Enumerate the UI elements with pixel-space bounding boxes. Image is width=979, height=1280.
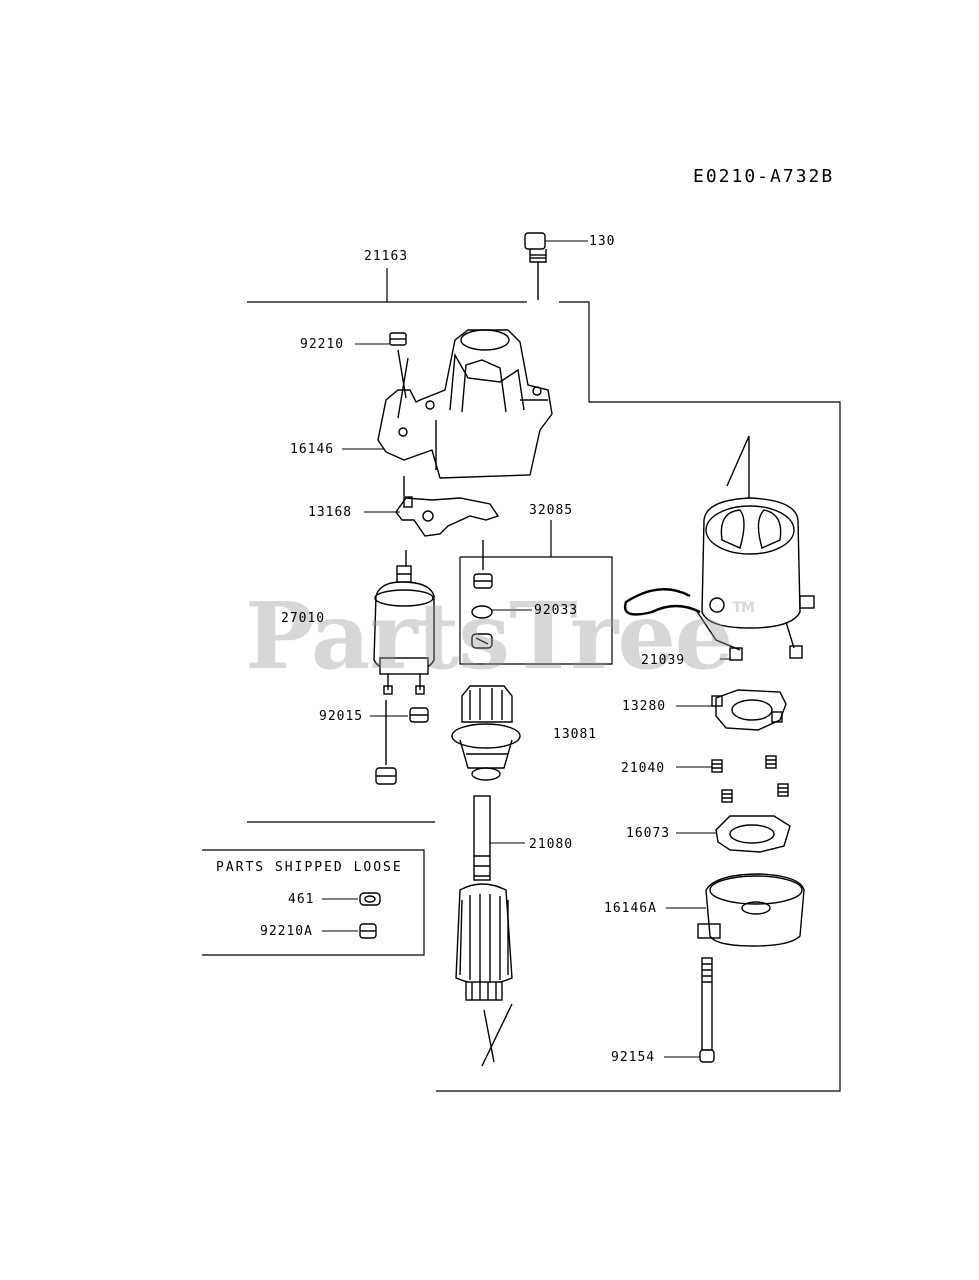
callout-16073: 16073 (626, 826, 671, 841)
brush-holder-13280 (676, 689, 787, 731)
solenoid-27010 (373, 550, 435, 695)
parts-shipped-loose-title: PARTS SHIPPED LOOSE (216, 860, 403, 875)
armature-21080 (455, 795, 525, 1067)
assembly-bracket-lines (202, 268, 841, 1092)
kit-32085-parts (471, 540, 532, 649)
watermark-trademark: TM (732, 600, 755, 616)
solenoid-housing-16146 (377, 329, 553, 479)
callout-27010: 27010 (281, 611, 326, 626)
yoke-21039 (623, 435, 815, 661)
callout-13081: 13081 (553, 727, 598, 742)
callout-13168: 13168 (308, 505, 353, 520)
nuts-92015 (370, 700, 429, 785)
callout-16146: 16146 (290, 442, 335, 457)
callout-21040: 21040 (621, 761, 666, 776)
loose-part-461: 461 (288, 892, 315, 907)
callout-21039: 21039 (641, 653, 686, 668)
nut-92210 (355, 332, 409, 419)
bolt-130 (524, 232, 588, 300)
callout-13280: 13280 (622, 699, 667, 714)
callout-92210: 92210 (300, 337, 345, 352)
through-bolt-92154 (664, 957, 715, 1063)
lever-13168 (364, 476, 500, 537)
callout-32085: 32085 (529, 503, 574, 518)
callout-21080: 21080 (529, 837, 574, 852)
callout-21163: 21163 (364, 249, 409, 264)
diagram-code: E0210-A732B (693, 166, 835, 187)
pinion-gear-13081 (451, 685, 521, 781)
callout-92033: 92033 (534, 603, 579, 618)
loose-part-92210A: 92210A (260, 924, 313, 939)
springs-21040 (676, 755, 789, 803)
loose-parts-drawings (322, 892, 381, 939)
callout-92015: 92015 (319, 709, 364, 724)
watermark: PartsTreeTM (245, 582, 755, 690)
end-cover-16146A (666, 873, 805, 947)
plate-16073 (676, 815, 791, 853)
callout-130: 130 (589, 234, 616, 249)
callout-92154: 92154 (611, 1050, 656, 1065)
callout-16146A: 16146A (604, 901, 657, 916)
